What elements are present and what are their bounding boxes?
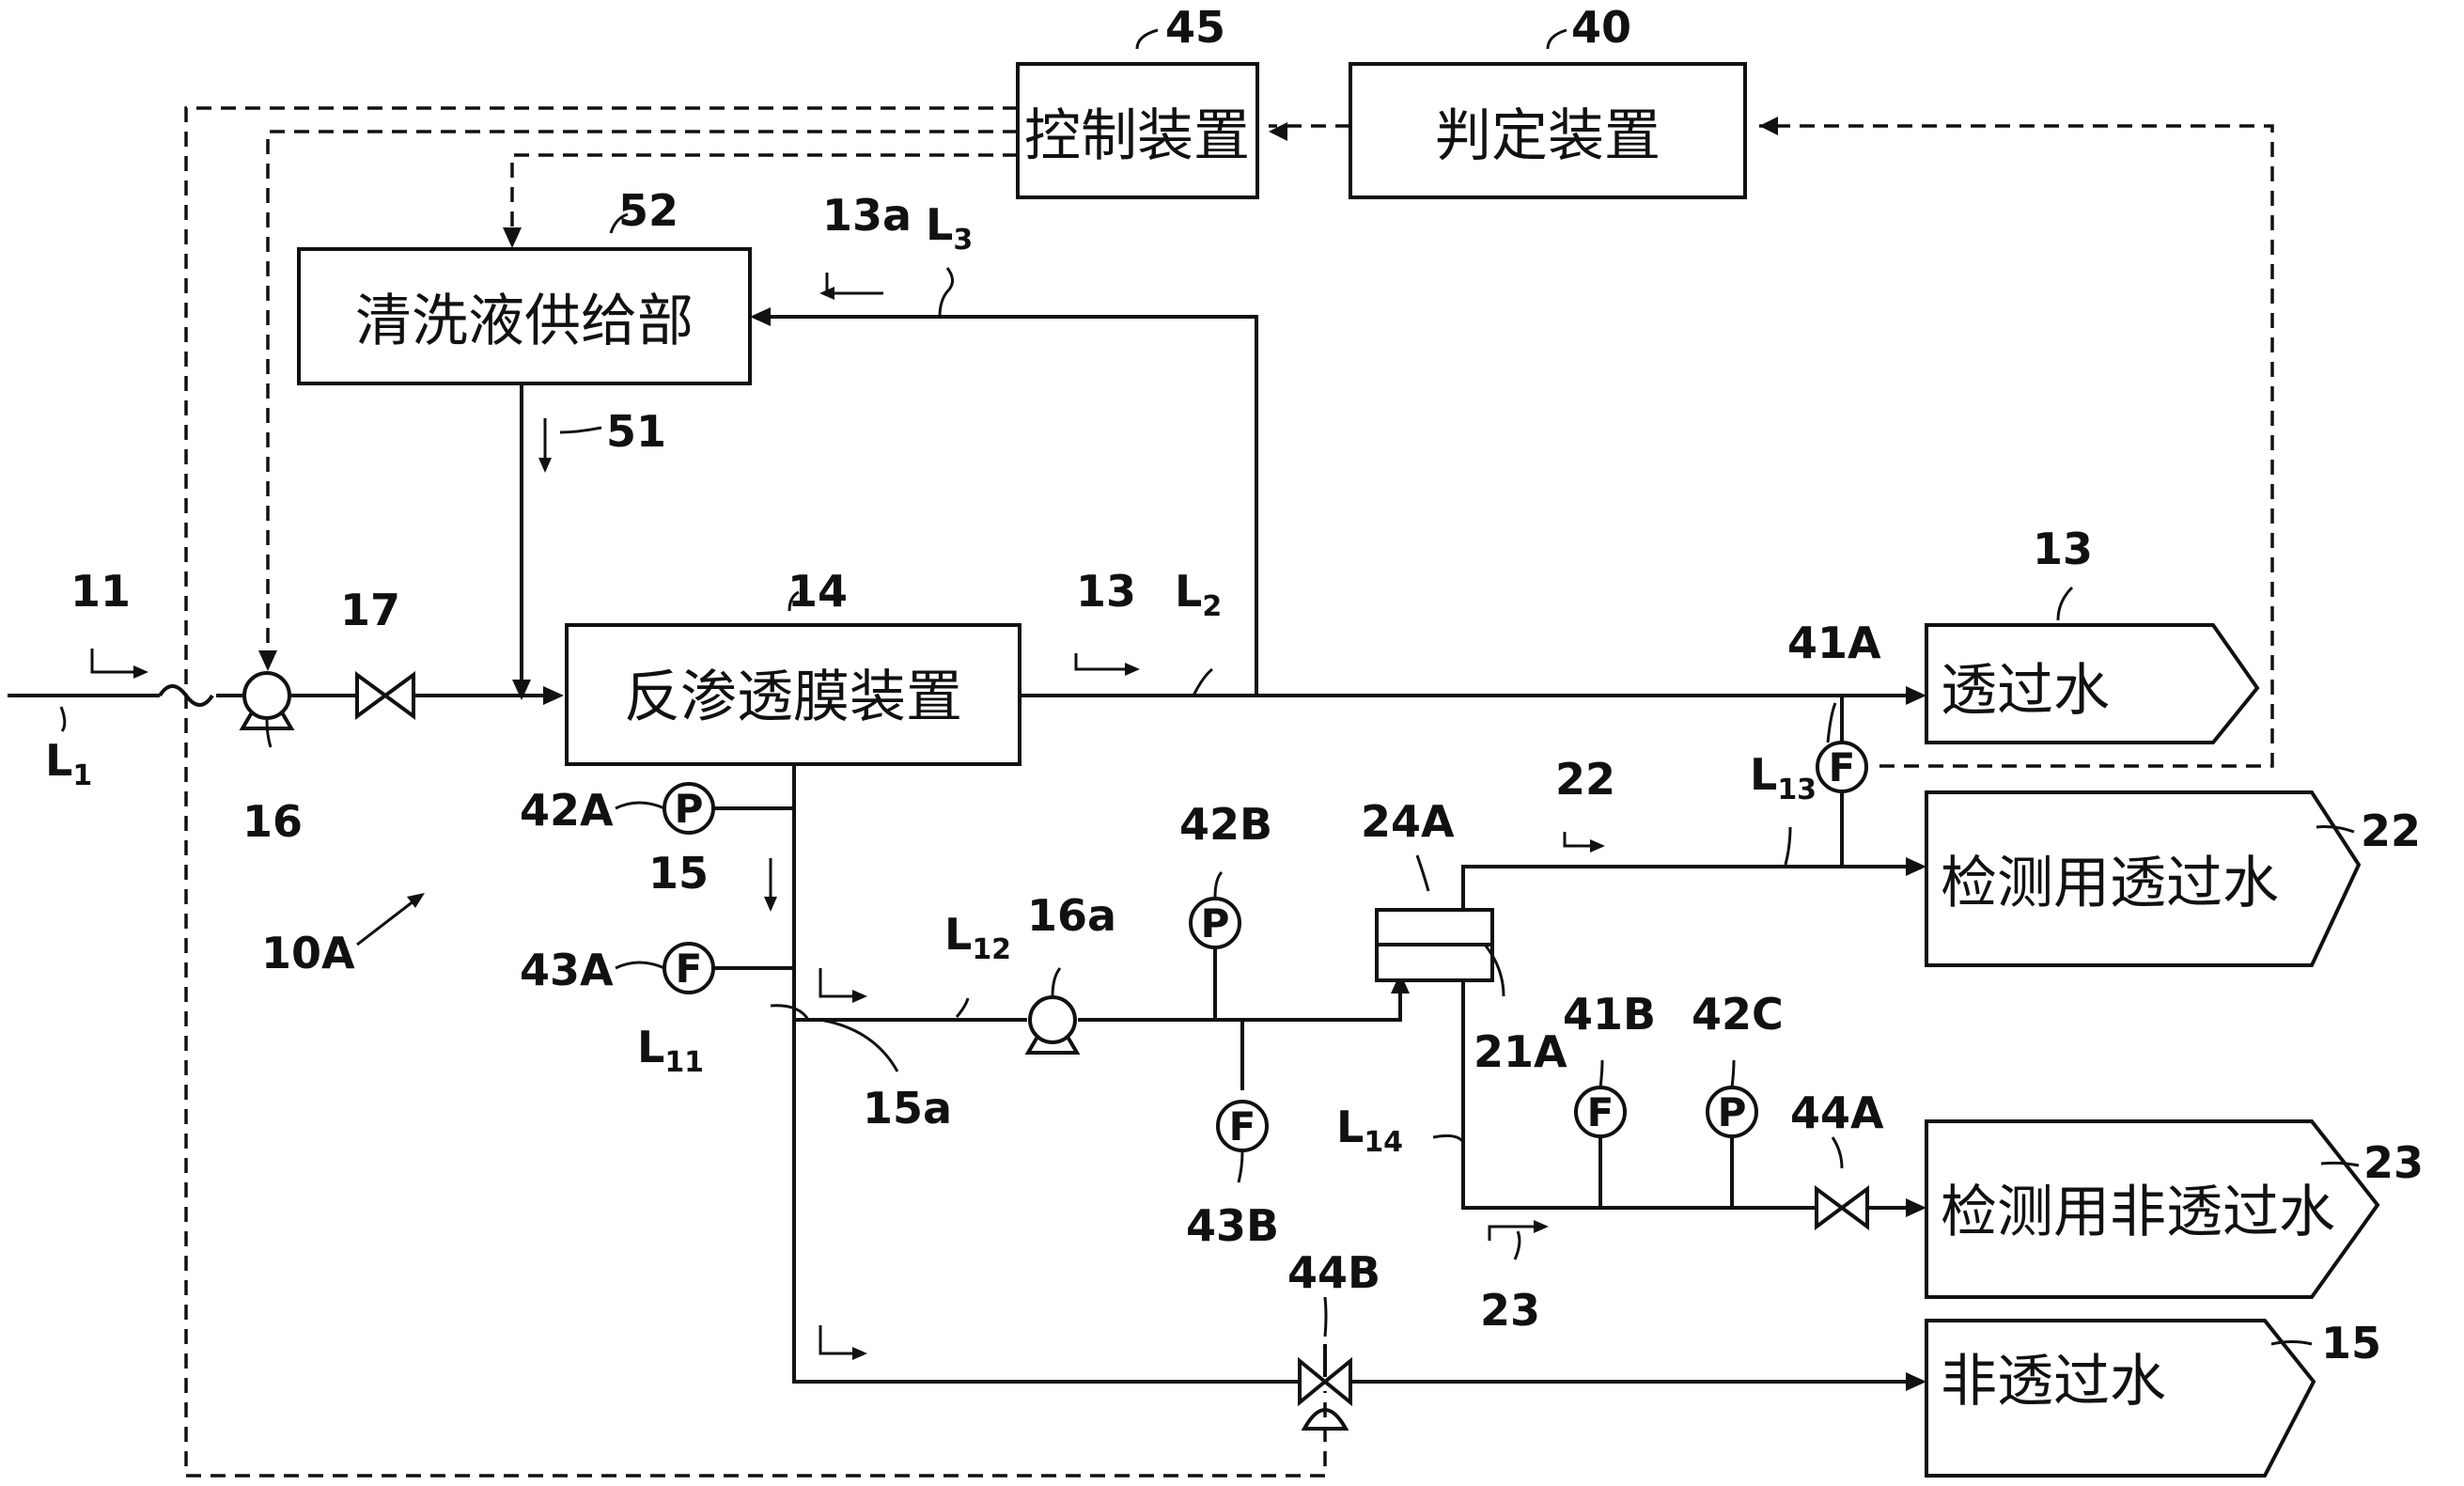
output-permeate-label: 透过水: [1941, 658, 2110, 724]
valve-44A-icon: [1815, 1185, 1869, 1230]
cleaning-supply-label: 清洗液供给部: [355, 289, 694, 354]
control-device: 控制装置: [1016, 62, 1259, 199]
flow-indicator-41B: F: [1574, 1086, 1627, 1138]
line-L1: L1: [45, 735, 92, 792]
line-designations: L1 L2 L3 L11 L12 L13 L14: [45, 199, 1817, 1159]
judge-device: 判定装置: [1349, 62, 1747, 199]
ref-24A: 24A: [1361, 796, 1455, 847]
ref-42A: 42A: [520, 785, 614, 836]
reference-labels: 45 40 52 13a 51 11 17 16 14 13 13 41A 42…: [70, 2, 2424, 1369]
flow-indicator-43A: F: [663, 942, 715, 994]
output-detection-nonpermeate: 检测用非透过水: [1925, 1119, 2380, 1299]
ref-44B: 44B: [1287, 1247, 1380, 1298]
pump-16a-icon: [1024, 995, 1081, 1055]
control-device-label: 控制装置: [1024, 103, 1250, 169]
line-L12: L12: [944, 909, 1011, 966]
ref-11: 11: [70, 566, 131, 617]
signal-arrowheads: [258, 117, 1778, 671]
ref-21A: 21A: [1474, 1026, 1567, 1077]
cleaning-supply: 清洗液供给部: [297, 247, 752, 385]
line-L3: L3: [926, 199, 973, 257]
ref-52: 52: [618, 185, 678, 236]
ref-22-output: 22: [2361, 806, 2421, 856]
ref-16: 16: [242, 796, 303, 847]
ref-13-flow: 13: [1076, 566, 1136, 617]
detector-24A-icon: [1375, 908, 1494, 982]
ref-41A: 41A: [1787, 618, 1881, 668]
output-detection-nonpermeate-label: 检测用非透过水: [1941, 1180, 2335, 1245]
svg-text:P: P: [675, 786, 704, 832]
ro-membrane-device: 反渗透膜装置: [565, 623, 1021, 766]
line-L2: L2: [1175, 566, 1222, 623]
flow-arrowheads: [512, 307, 1926, 1391]
ref-44A: 44A: [1790, 1087, 1884, 1138]
valve-17-icon: [355, 671, 415, 720]
ref-10A: 10A: [261, 928, 355, 978]
output-detection-permeate: 检测用透过水: [1925, 790, 2362, 967]
ref-43B: 43B: [1186, 1200, 1279, 1251]
ref-15: 15: [648, 848, 709, 899]
ref-23-flow: 23: [1480, 1285, 1540, 1336]
flow-direction-marks: [90, 273, 1605, 1360]
pressure-indicator-42C: P: [1706, 1086, 1758, 1138]
ref-22-flow: 22: [1555, 754, 1615, 805]
leader-lines: [59, 28, 2360, 1346]
svg-text:F: F: [1829, 744, 1856, 790]
ref-42C: 42C: [1692, 989, 1784, 1040]
ref-15-output: 15: [2321, 1318, 2381, 1369]
valve-44B-icon: [1298, 1356, 1352, 1431]
ref-51: 51: [606, 406, 666, 457]
ref-23-output: 23: [2363, 1137, 2424, 1188]
svg-text:P: P: [1201, 900, 1230, 946]
output-detection-permeate-label: 检测用透过水: [1941, 851, 2279, 916]
ref-40: 40: [1571, 2, 1631, 53]
control-signal-lines: [184, 106, 2274, 1478]
ref-13-output: 13: [2033, 524, 2093, 574]
judge-device-label: 判定装置: [1435, 103, 1661, 169]
line-L11: L11: [637, 1022, 704, 1079]
ro-membrane-label: 反渗透膜装置: [624, 665, 962, 730]
svg-text:F: F: [676, 946, 703, 992]
process-pipes: [8, 315, 1917, 1384]
flow-indicator-41A: F: [1816, 741, 1868, 793]
ref-42B: 42B: [1179, 799, 1272, 850]
ref-15a: 15a: [863, 1083, 952, 1134]
line-L13: L13: [1750, 749, 1817, 806]
svg-text:P: P: [1718, 1089, 1747, 1135]
ref-41B: 41B: [1563, 989, 1656, 1040]
svg-text:F: F: [1229, 1103, 1256, 1150]
ref-14: 14: [788, 566, 848, 617]
ref-45: 45: [1165, 2, 1225, 53]
output-nonpermeate: 非透过水: [1925, 1319, 2316, 1478]
pressure-indicator-42B: P: [1189, 897, 1241, 949]
pressure-indicator-42A: P: [663, 782, 715, 835]
output-permeate: 透过水: [1925, 623, 2260, 744]
flow-indicator-43B: F: [1216, 1100, 1269, 1152]
ref-43A: 43A: [520, 945, 614, 995]
ref-16a: 16a: [1027, 890, 1116, 941]
line-L14: L14: [1336, 1102, 1403, 1159]
ref-13a: 13a: [822, 190, 912, 241]
ref-17: 17: [340, 585, 400, 635]
svg-text:F: F: [1587, 1089, 1614, 1135]
output-nonpermeate-label: 非透过水: [1941, 1349, 2166, 1415]
